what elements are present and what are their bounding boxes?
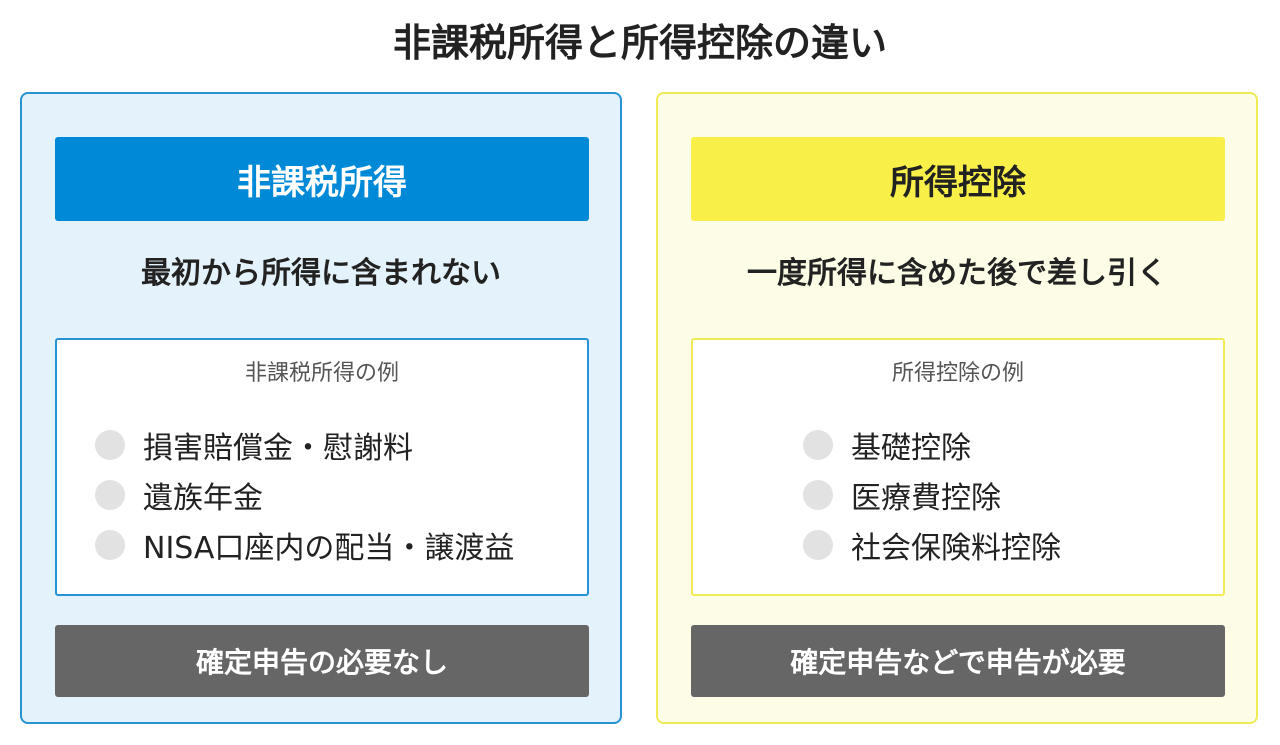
list-item: 社会保険料控除 bbox=[803, 520, 1061, 570]
income-deduction-panel: 所得控除 一度所得に含めた後で差し引く 所得控除の例 基礎控除 医療費控除 社会… bbox=[656, 92, 1258, 724]
list-item: 損害賠償金・慰謝料 bbox=[95, 420, 514, 470]
list-item: 遺族年金 bbox=[95, 470, 514, 520]
example-text: NISA口座内の配当・譲渡益 bbox=[143, 531, 515, 566]
examples-list: 損害賠償金・慰謝料 遺族年金 NISA口座内の配当・譲渡益 bbox=[95, 420, 514, 570]
example-text: 損害賠償金・慰謝料 bbox=[143, 431, 413, 466]
list-item: 医療費控除 bbox=[803, 470, 1061, 520]
tax-exempt-income-header: 非課税所得 bbox=[55, 137, 589, 221]
bullet-icon bbox=[95, 480, 125, 510]
bullet-icon bbox=[95, 430, 125, 460]
example-text: 基礎控除 bbox=[851, 431, 971, 466]
bullet-icon bbox=[803, 480, 833, 510]
bullet-icon bbox=[803, 530, 833, 560]
income-deduction-subtitle: 一度所得に含めた後で差し引く bbox=[747, 256, 1167, 291]
bullet-icon bbox=[803, 430, 833, 460]
page-title: 非課税所得と所得控除の違い bbox=[392, 21, 887, 65]
income-deduction-header: 所得控除 bbox=[691, 137, 1225, 221]
tax-exempt-income-footer: 確定申告の必要なし bbox=[55, 625, 589, 697]
example-text: 社会保険料控除 bbox=[851, 531, 1061, 566]
tax-exempt-income-subtitle: 最初から所得に含まれない bbox=[141, 256, 501, 291]
bullet-icon bbox=[95, 530, 125, 560]
tax-exempt-income-examples-box: 非課税所得の例 損害賠償金・慰謝料 遺族年金 NISA口座内の配当・譲渡益 bbox=[55, 338, 589, 596]
income-deduction-examples-box: 所得控除の例 基礎控除 医療費控除 社会保険料控除 bbox=[691, 338, 1225, 596]
examples-title: 所得控除の例 bbox=[891, 361, 1024, 386]
income-deduction-footer: 確定申告などで申告が必要 bbox=[691, 625, 1225, 697]
example-text: 遺族年金 bbox=[143, 481, 263, 516]
example-text: 医療費控除 bbox=[851, 481, 1001, 516]
list-item: NISA口座内の配当・譲渡益 bbox=[95, 520, 514, 570]
tax-exempt-income-panel: 非課税所得 最初から所得に含まれない 非課税所得の例 損害賠償金・慰謝料 遺族年… bbox=[20, 92, 622, 724]
list-item: 基礎控除 bbox=[803, 420, 1061, 470]
examples-title: 非課税所得の例 bbox=[244, 361, 399, 386]
examples-list: 基礎控除 医療費控除 社会保険料控除 bbox=[803, 420, 1061, 570]
